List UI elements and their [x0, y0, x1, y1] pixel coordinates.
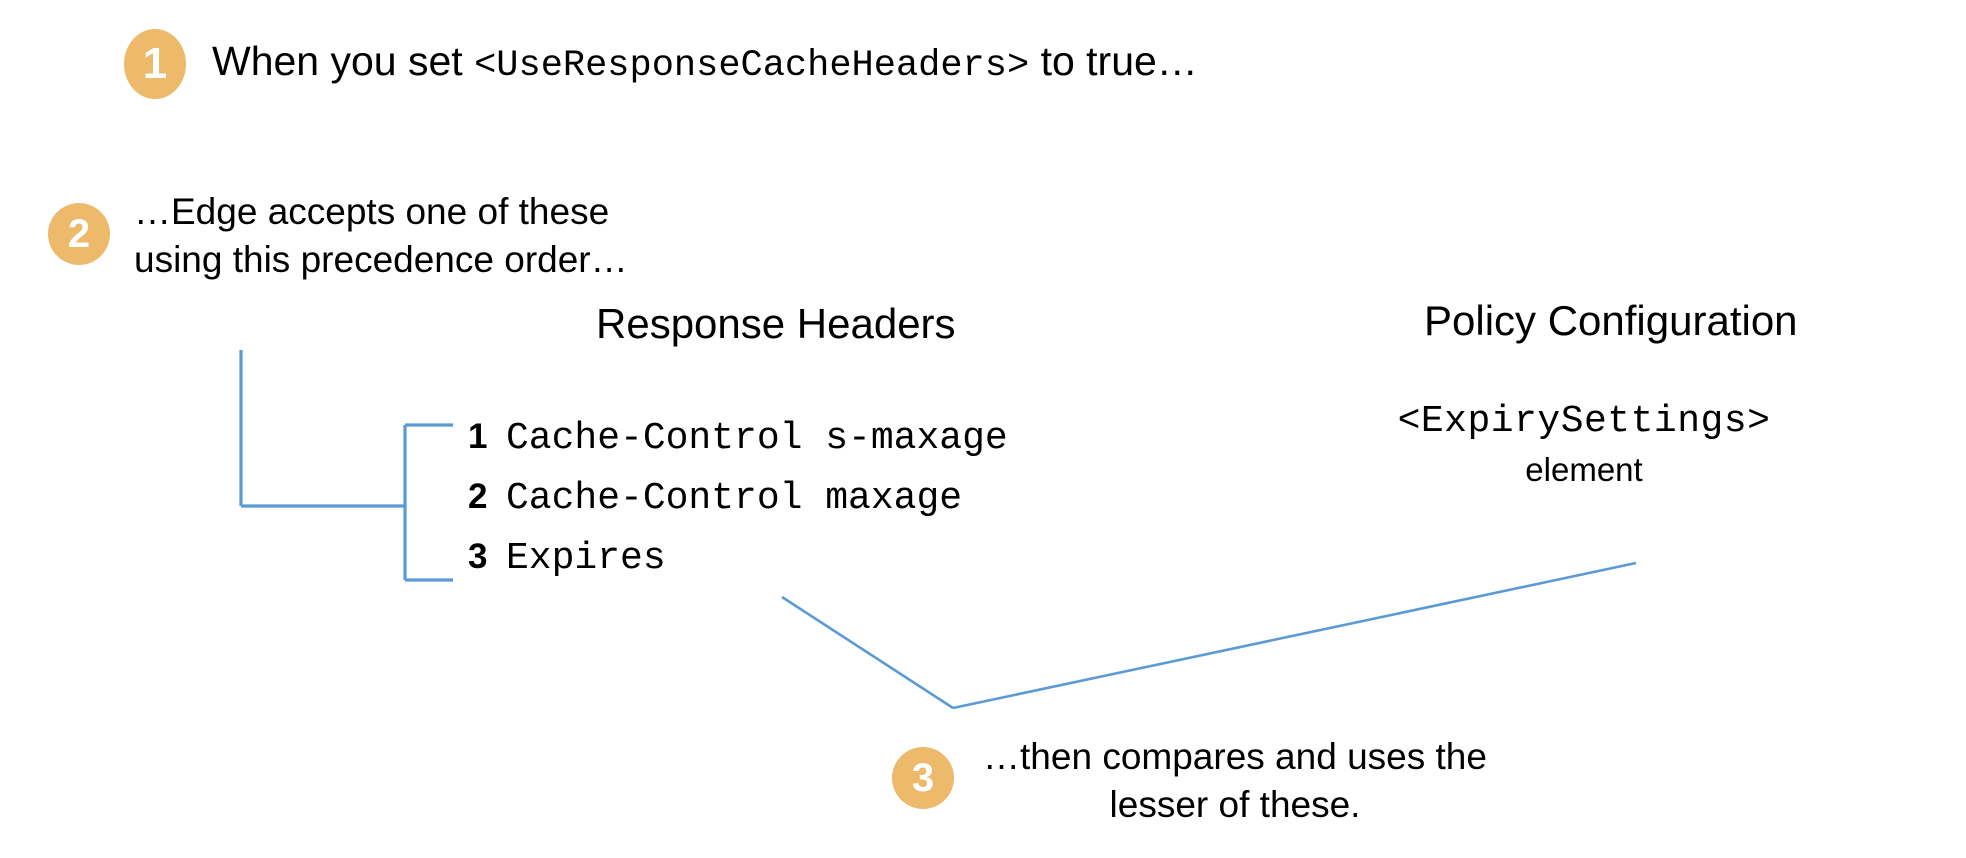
policy-element-word: element — [1525, 451, 1643, 488]
step-1-caption-prefix: When you set — [212, 38, 475, 84]
step-badge-2-number: 2 — [67, 212, 91, 256]
step-badge-1: 1 — [124, 29, 186, 99]
response-headers-list: 1 Cache-Control s-maxage 2 Cache-Control m… — [468, 408, 1008, 588]
list-item-rank: 3 — [468, 537, 488, 576]
step-3-caption: …then compares and uses the lesser of th… — [983, 736, 1487, 826]
policy-configuration-heading: Policy Configuration — [1424, 297, 1798, 344]
list-item-rank: 2 — [468, 477, 488, 516]
step-badge-2: 2 — [48, 203, 110, 265]
list-item-rank: 1 — [468, 417, 488, 456]
step-badge-1-number: 1 — [142, 39, 168, 88]
list-item: 1 Cache-Control s-maxage — [468, 408, 1008, 468]
step-1-caption: When you set <UseResponseCacheHeaders> t… — [212, 38, 1198, 88]
precedence-bracket-icon — [239, 350, 453, 582]
step-badge-3: 3 — [892, 747, 954, 809]
step-1-caption-suffix: to true… — [1029, 38, 1198, 84]
response-headers-heading: Response Headers — [596, 300, 956, 347]
step-badge-3-number: 3 — [911, 756, 935, 800]
list-item: 2 Cache-Control maxage — [468, 468, 1008, 528]
step-1-caption-code: <UseResponseCacheHeaders> — [474, 45, 1030, 87]
list-item-value: Expires — [506, 537, 666, 580]
step-2-caption: …Edge accepts one of these using this pr… — [134, 191, 628, 281]
list-item-value: Cache-Control maxage — [506, 477, 963, 520]
list-item: 3 Expires — [468, 528, 1008, 588]
policy-configuration-block: <ExpirySettings> element — [1324, 400, 1844, 489]
list-item-value: Cache-Control s-maxage — [506, 417, 1008, 460]
policy-element-tag: <ExpirySettings> — [1397, 400, 1771, 443]
